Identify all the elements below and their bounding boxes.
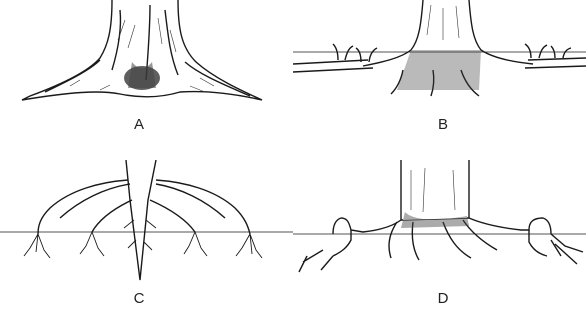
label-d: D	[428, 290, 458, 308]
label-c: C	[124, 290, 154, 308]
label-b: B	[428, 116, 458, 134]
panel-b-knee-roots	[293, 0, 586, 160]
knee-roots-illustration	[293, 0, 586, 160]
panel-a-buttress-roots	[0, 0, 293, 160]
buttress-roots-illustration	[0, 0, 293, 160]
label-a: A	[124, 116, 154, 134]
